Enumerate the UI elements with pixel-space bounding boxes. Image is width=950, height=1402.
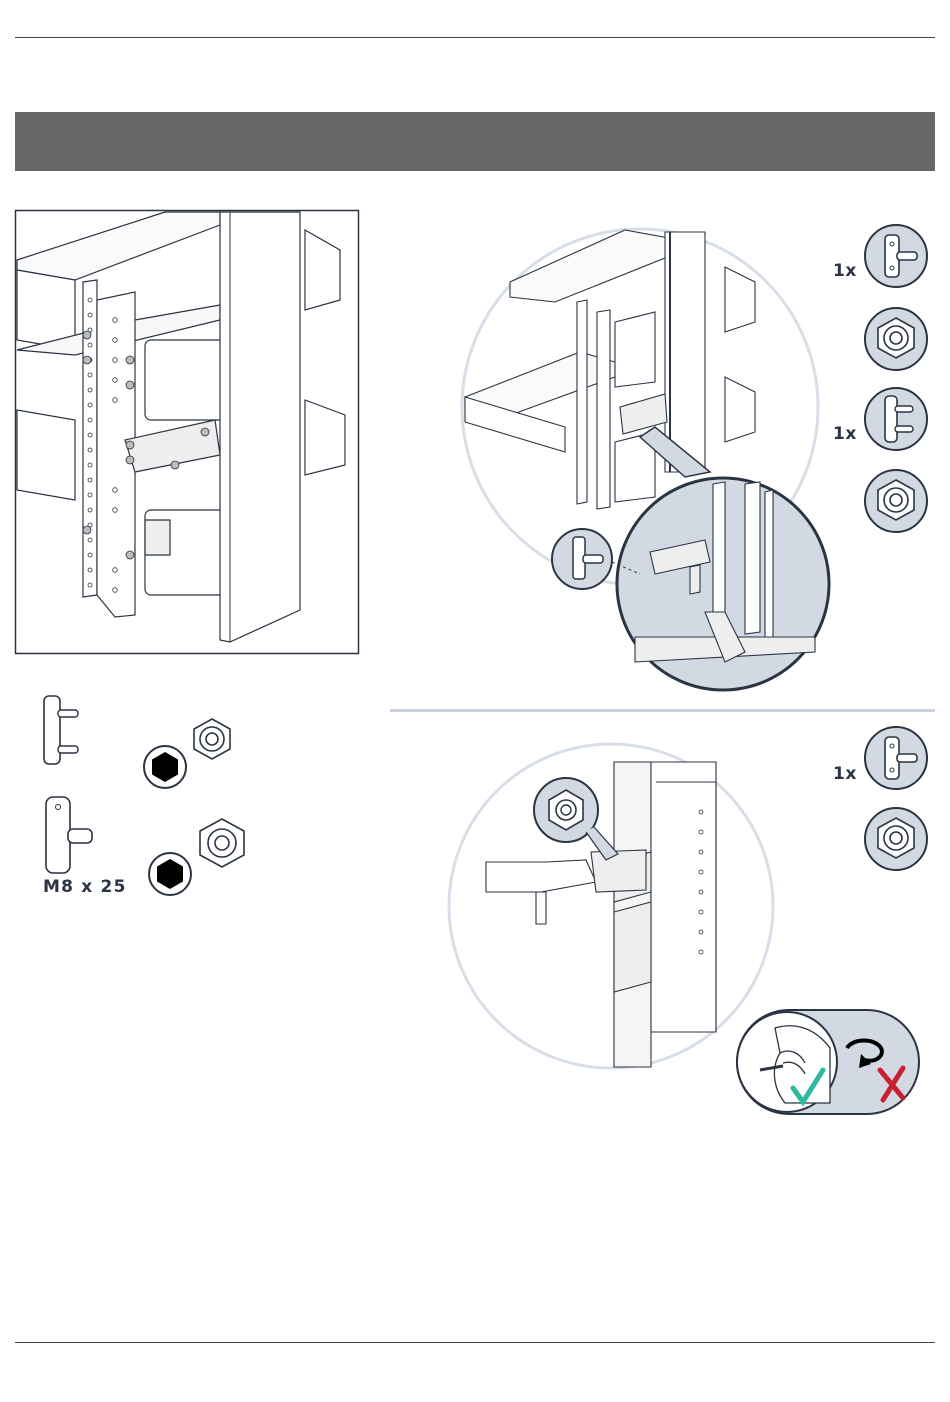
flange-nut-icon bbox=[190, 717, 234, 761]
double-stud-plate-icon bbox=[42, 694, 82, 766]
double-stud-plate-icon bbox=[863, 386, 929, 452]
single-stud-plate-icon bbox=[863, 223, 929, 289]
step2-qty-1: 1x bbox=[833, 764, 857, 784]
top-rule bbox=[15, 37, 935, 38]
bottom-rule bbox=[15, 1342, 935, 1343]
flange-nut-icon bbox=[863, 468, 929, 534]
hex-socket-icon bbox=[147, 851, 193, 897]
section-banner bbox=[15, 112, 935, 171]
flange-nut-icon bbox=[863, 806, 929, 872]
step2-detail-illustration bbox=[446, 742, 776, 1072]
step-divider bbox=[390, 709, 935, 712]
overview-illustration bbox=[15, 210, 360, 656]
step1-qty-2: 1x bbox=[833, 424, 857, 444]
flange-nut-icon bbox=[196, 817, 248, 869]
single-stud-plate-icon bbox=[44, 795, 96, 875]
hand-tighten-panel bbox=[735, 1008, 921, 1116]
bolt-spec-label: M8 x 25 bbox=[43, 877, 127, 897]
step1-qty-1: 1x bbox=[833, 261, 857, 281]
step1-detail-illustration bbox=[455, 222, 935, 692]
flange-nut-icon bbox=[863, 306, 929, 372]
hex-socket-icon bbox=[142, 744, 188, 790]
single-stud-plate-icon bbox=[863, 725, 929, 791]
